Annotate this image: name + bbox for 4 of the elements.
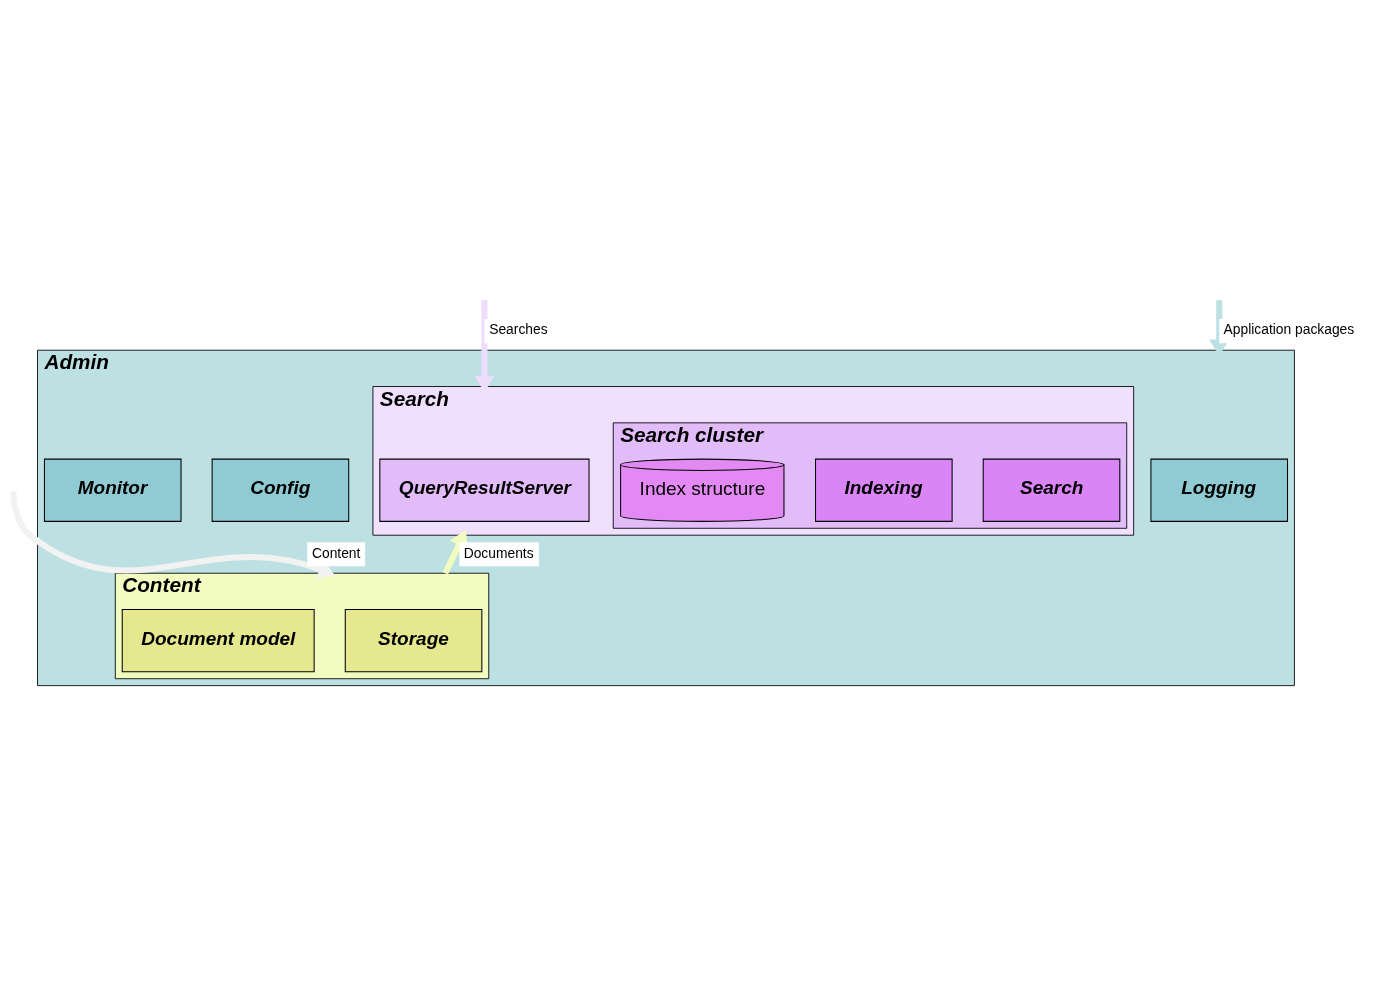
edge-label: Documents [463, 544, 534, 561]
edge-label: Application packages [1223, 321, 1355, 338]
edge-label: Searches [489, 321, 548, 338]
edge-label: Content [311, 544, 361, 561]
